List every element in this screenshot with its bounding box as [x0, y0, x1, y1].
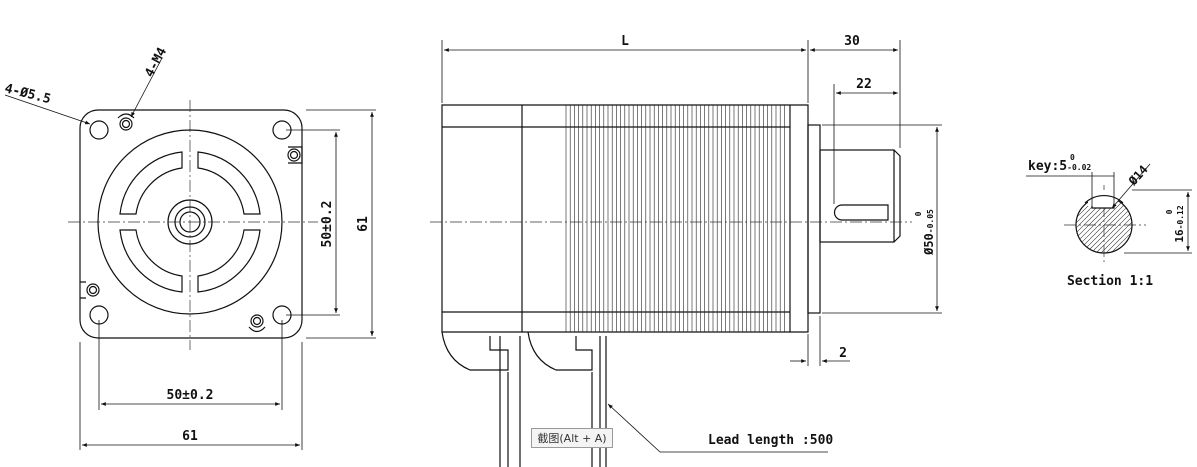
- key-tol-upper: 0: [1070, 153, 1075, 162]
- flange-thickness-dim: 2: [839, 346, 847, 361]
- mounting-holes: [89, 120, 292, 325]
- flange-tol-upper: 0: [914, 211, 923, 216]
- side-view: L 30 22 Ø50-0.05 0 2 Lead length :500: [430, 34, 942, 467]
- hatch-line: [1088, 197, 1132, 253]
- ring-segments: [119, 151, 261, 293]
- cooling-fins: [565, 105, 785, 332]
- length-dim: L: [621, 34, 629, 49]
- key-length-dim: 22: [856, 77, 872, 92]
- flange-diameter-dim: Ø50-0.05: [922, 209, 936, 256]
- shaft: [819, 149, 895, 243]
- hatch-line: [1076, 197, 1090, 253]
- hatch-line: [1076, 197, 1095, 253]
- thread-label: 4-M4: [142, 45, 170, 80]
- front-view: 4-Ø5.5 4-M4 50±0.2 61 50±0.2 61: [3, 45, 376, 450]
- horizontal-spacing-dim: 50±0.2: [167, 388, 214, 403]
- section-height-dim: 16-0.12: [1173, 205, 1186, 243]
- shaft-length-dim: 30: [844, 34, 860, 49]
- hatch-line: [1093, 197, 1132, 253]
- face-circle: [97, 129, 283, 315]
- lead-length-label: Lead length :500: [708, 433, 833, 448]
- section-height-tol-upper: 0: [1165, 209, 1174, 214]
- section-diameter-dim: Ø14: [1125, 163, 1151, 189]
- hole-label: 4-Ø5.5: [3, 81, 52, 107]
- screenshot-tooltip: 截图(Alt + A): [531, 428, 613, 448]
- vertical-spacing-dim: 50±0.2: [320, 201, 335, 248]
- key-slot: [833, 204, 889, 221]
- motor-body-side: [441, 104, 809, 333]
- width-dim: 61: [182, 429, 198, 444]
- section-view: key:5-0.02 0 Ø14 16-0.12 0 Section 1:1: [1026, 153, 1192, 289]
- key-width-dim: key:5-0.02: [1028, 159, 1091, 174]
- motor-body-outline: [79, 109, 303, 339]
- section-caption: Section 1:1: [1067, 274, 1153, 289]
- height-dim: 61: [356, 216, 371, 232]
- flange: [807, 124, 821, 314]
- threaded-holes: [80, 113, 303, 333]
